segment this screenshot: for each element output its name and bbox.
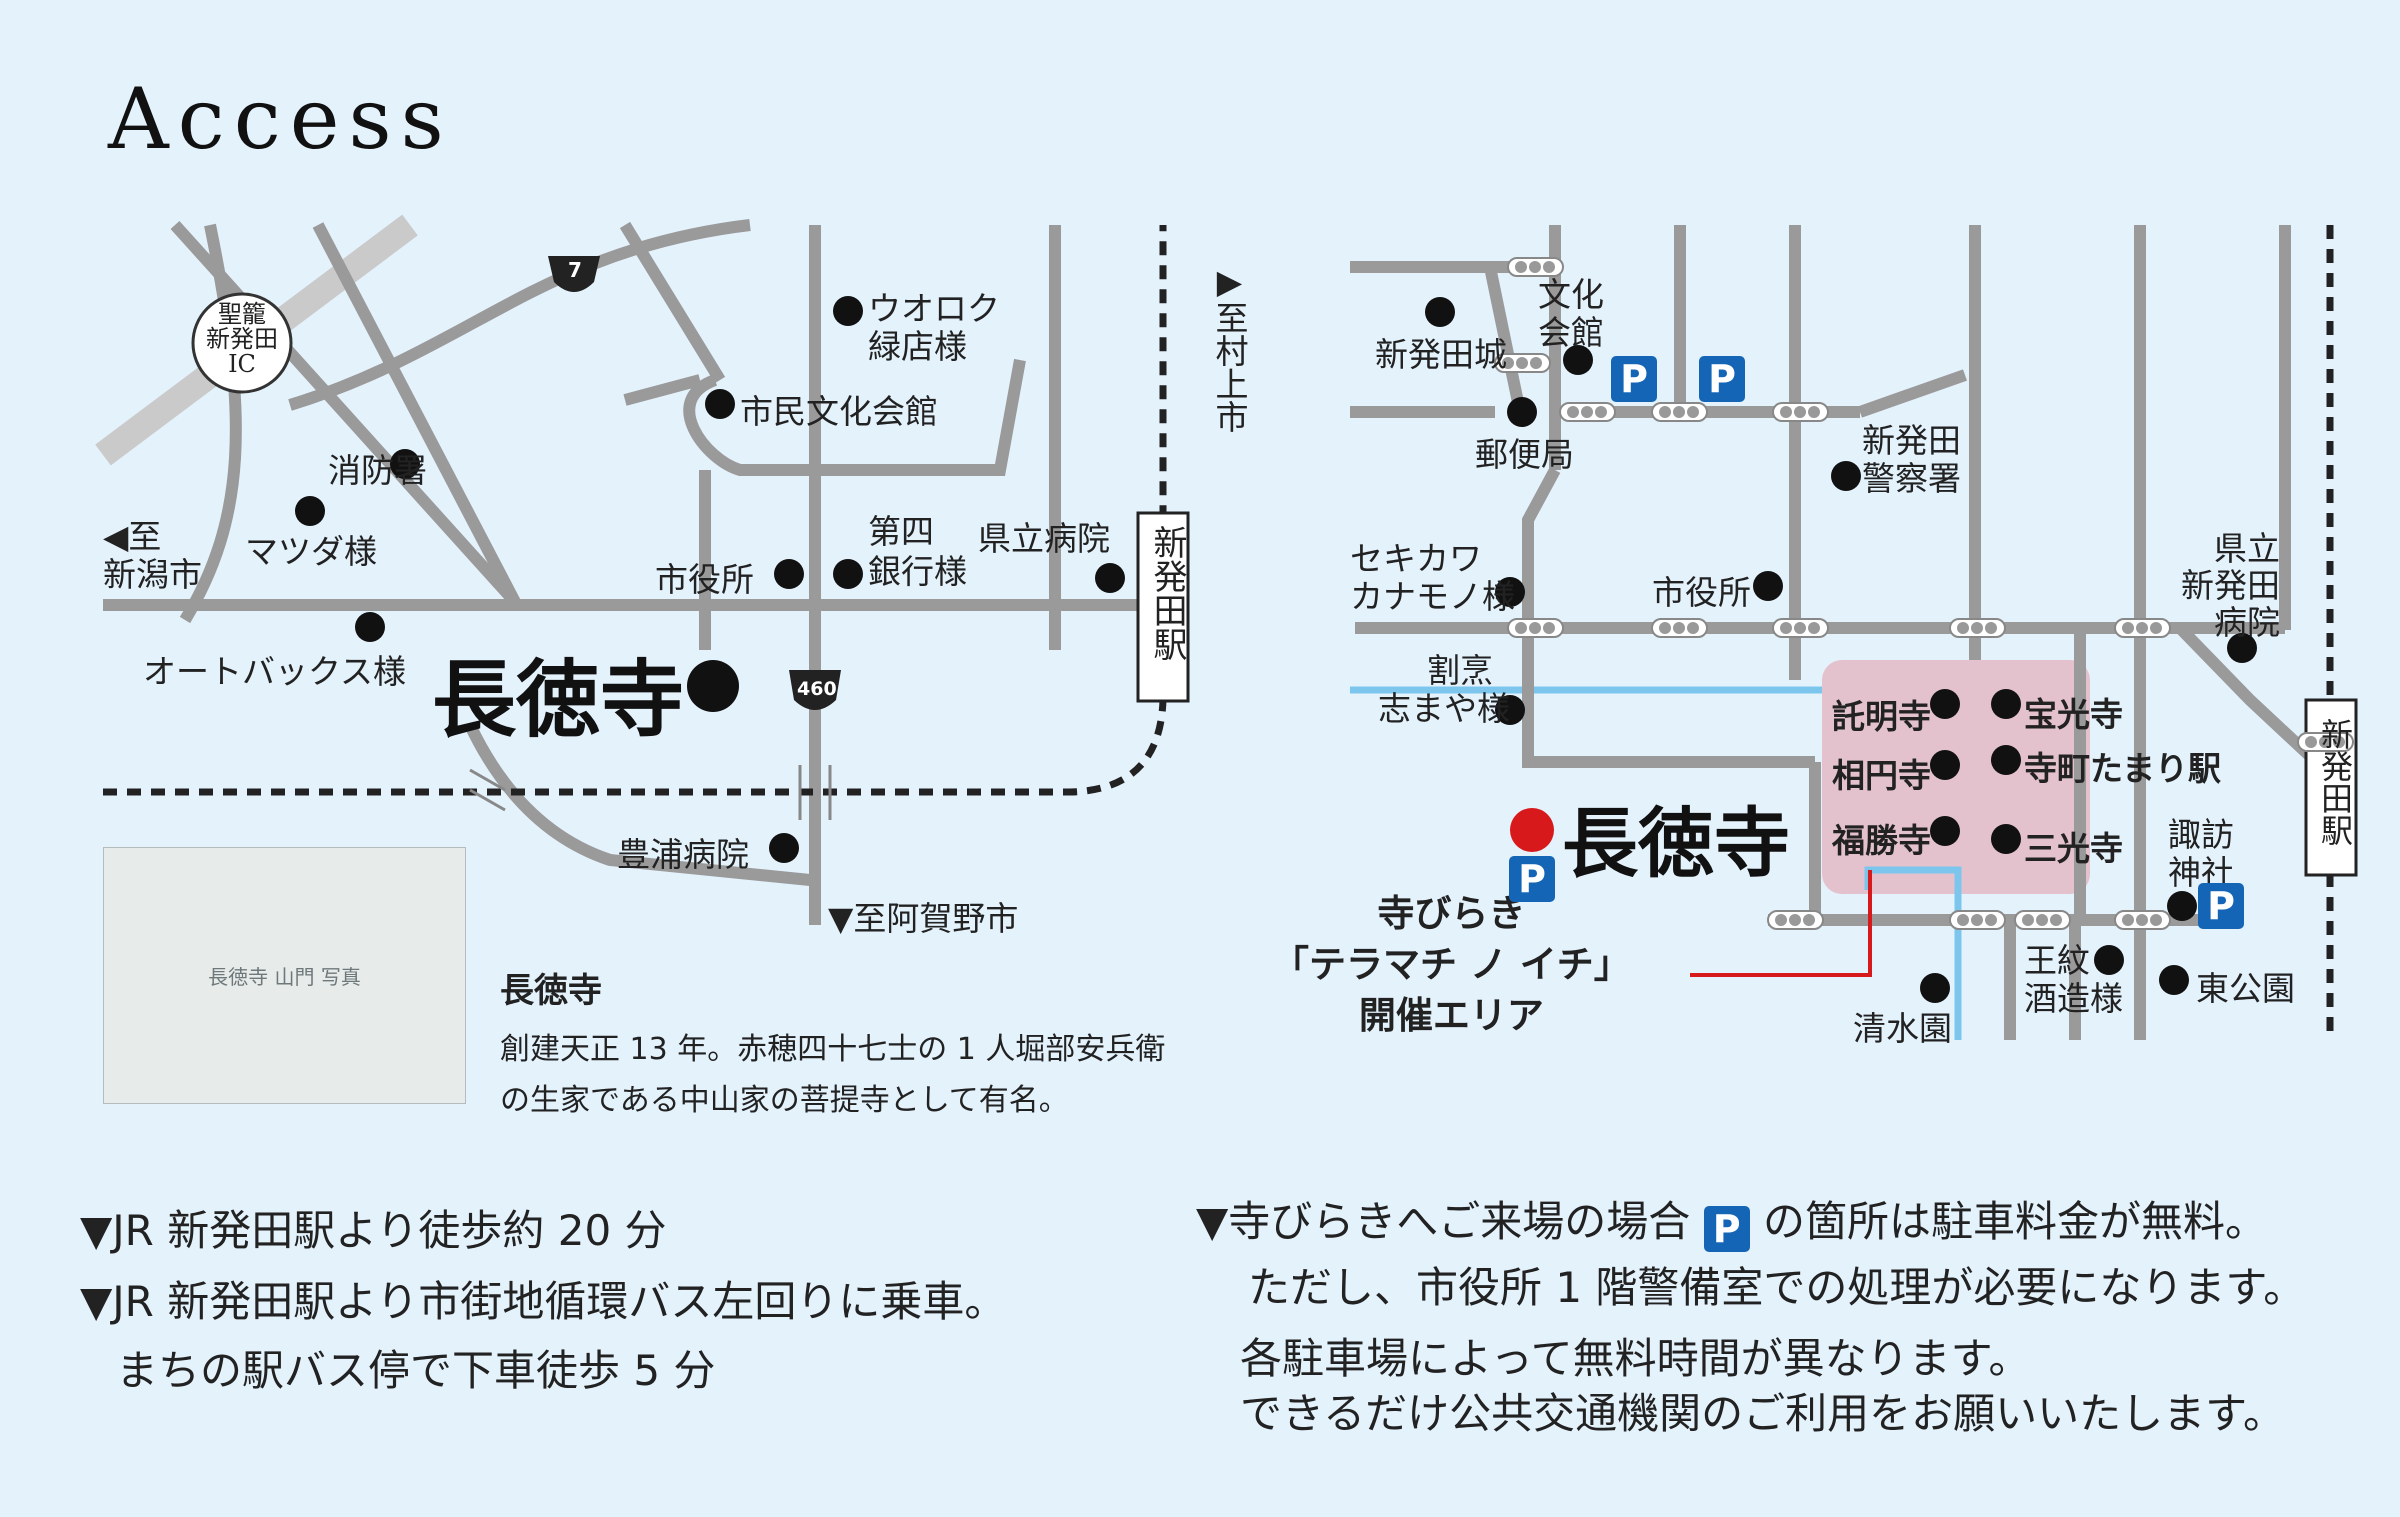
traffic-signals	[1494, 257, 2354, 930]
kappo-label: 割烹 志まや様	[1378, 651, 1510, 728]
parking-note-line-3: 各駐車場によって無料時間が異なります。	[1240, 1334, 2031, 1383]
parking-note-line-1: ▼寺びらきへご来場の場合 P の箇所は駐車料金が無料。	[1196, 1188, 2267, 1252]
description-title: 長徳寺	[500, 971, 602, 1011]
left-temple-label: 長徳寺	[432, 650, 685, 749]
takumyo-label: 託明寺	[1832, 697, 1931, 736]
mazda-label: マツダ様	[245, 532, 377, 571]
left-temple-marker	[687, 660, 739, 712]
right-bunka-label: 文化 会館	[1538, 275, 1604, 352]
event-area	[1822, 660, 2090, 894]
autobacs-label: オートバックス様	[143, 652, 407, 691]
temple-gate-photo: 長徳寺 山門 写真	[103, 847, 466, 1104]
omon-label: 王紋 酒造様	[2024, 941, 2123, 1018]
parking-badge: P	[1703, 1206, 1750, 1252]
police-label: 新発田 警察署	[1862, 421, 1961, 498]
left-hospital-label: 県立病院	[978, 519, 1110, 558]
parking-note-line-2: ただし、市役所 1 階警備室での処理が必要になります。	[1248, 1263, 2306, 1312]
higashi-park-label: 東公園	[2196, 969, 2295, 1008]
access-note-bus: ▼JR 新発田駅より市街地循環バス左回りに乗車。	[80, 1277, 1007, 1326]
access-note-bus-stop: まちの駅バス停で下車徒歩 5 分	[116, 1346, 716, 1395]
access-note-walk: ▼JR 新発田駅より徒歩約 20 分	[80, 1206, 667, 1255]
route-460-shield	[789, 670, 841, 710]
left-map-railway	[103, 225, 1167, 796]
souen-label: 相円寺	[1832, 756, 1931, 795]
bunka-kaikan-label: 市民文化会館	[740, 392, 938, 431]
sekikawa-label: セキカワ カナモノ様	[1350, 539, 1515, 616]
to-murakami: ▶至村上市	[1210, 262, 1249, 433]
toyoura-hospital-label: 豊浦病院	[617, 835, 749, 874]
hoko-label: 宝光寺	[2024, 695, 2123, 734]
route-7-shield	[548, 256, 600, 292]
right-temple-marker	[1510, 808, 1554, 852]
route-7-label: 7	[568, 258, 582, 282]
event-leader-line	[1690, 870, 1872, 977]
photo-caption: 長徳寺 山門 写真	[208, 965, 361, 989]
uoroku-label: ウオロク 緑店様	[868, 289, 1000, 366]
description-line-1: 創建天正 13 年。赤穂四十七士の 1 人堀部安兵衛	[500, 1032, 1166, 1067]
right-cityhall-label: 市役所	[1652, 573, 1751, 612]
right-hospital-label: 県立 新発田 病院	[2181, 529, 2280, 642]
left-cityhall-label: 市役所	[655, 560, 754, 599]
left-map-roads	[95, 214, 1140, 925]
parking-badge: P	[1509, 856, 1555, 902]
right-station-label: 新発田駅	[2316, 718, 2354, 846]
ic-label: 聖籠 新発田 IC	[206, 300, 278, 378]
parking-note-pre: ▼寺びらきへご来場の場合	[1196, 1197, 1691, 1246]
to-niigata: ◀至 新潟市	[103, 517, 202, 594]
fukusho-label: 福勝寺	[1832, 821, 1931, 860]
daishi-bank-label: 第四 銀行様	[868, 512, 967, 591]
parking-badge: P	[2198, 883, 2244, 929]
parking-badge: P	[1699, 356, 1745, 402]
shimizuen-label: 清水園	[1853, 1009, 1952, 1048]
suwa-shrine-label: 諏訪 神社	[2168, 815, 2234, 892]
to-agano: ▼至阿賀野市	[828, 899, 1019, 938]
teramachi-station-label: 寺町たまり駅	[2024, 749, 2222, 788]
fire-station-label: 消防署	[328, 451, 427, 490]
sanko-label: 三光寺	[2024, 829, 2123, 868]
description-line-2: の生家である中山家の菩提寺として有名。	[500, 1083, 1069, 1118]
ic-circle	[191, 292, 293, 394]
right-temple-label: 長徳寺	[1562, 799, 1790, 888]
left-station-box	[1136, 511, 1190, 703]
route-460-label: 460	[797, 678, 837, 700]
parking-note-post: の箇所は駐車料金が無料。	[1763, 1197, 2268, 1246]
parking-note-line-4: できるだけ公共交通機関のご利用をお願いいたします。	[1240, 1389, 2285, 1438]
event-area-label: 寺びらき 「テラマチ ノ イチ」 開催エリア	[1272, 892, 1631, 1037]
parking-badge: P	[1611, 356, 1657, 402]
castle-label: 新発田城	[1375, 335, 1507, 374]
page-title: Access	[108, 70, 453, 168]
left-map-markers	[295, 296, 1125, 863]
left-station-label: 新発田駅	[1147, 525, 1187, 661]
right-station-box	[2304, 698, 2358, 877]
left-map-river-gaps	[469, 765, 832, 820]
post-office-label: 郵便局	[1475, 435, 1574, 474]
right-map-markers	[1425, 297, 2257, 1003]
